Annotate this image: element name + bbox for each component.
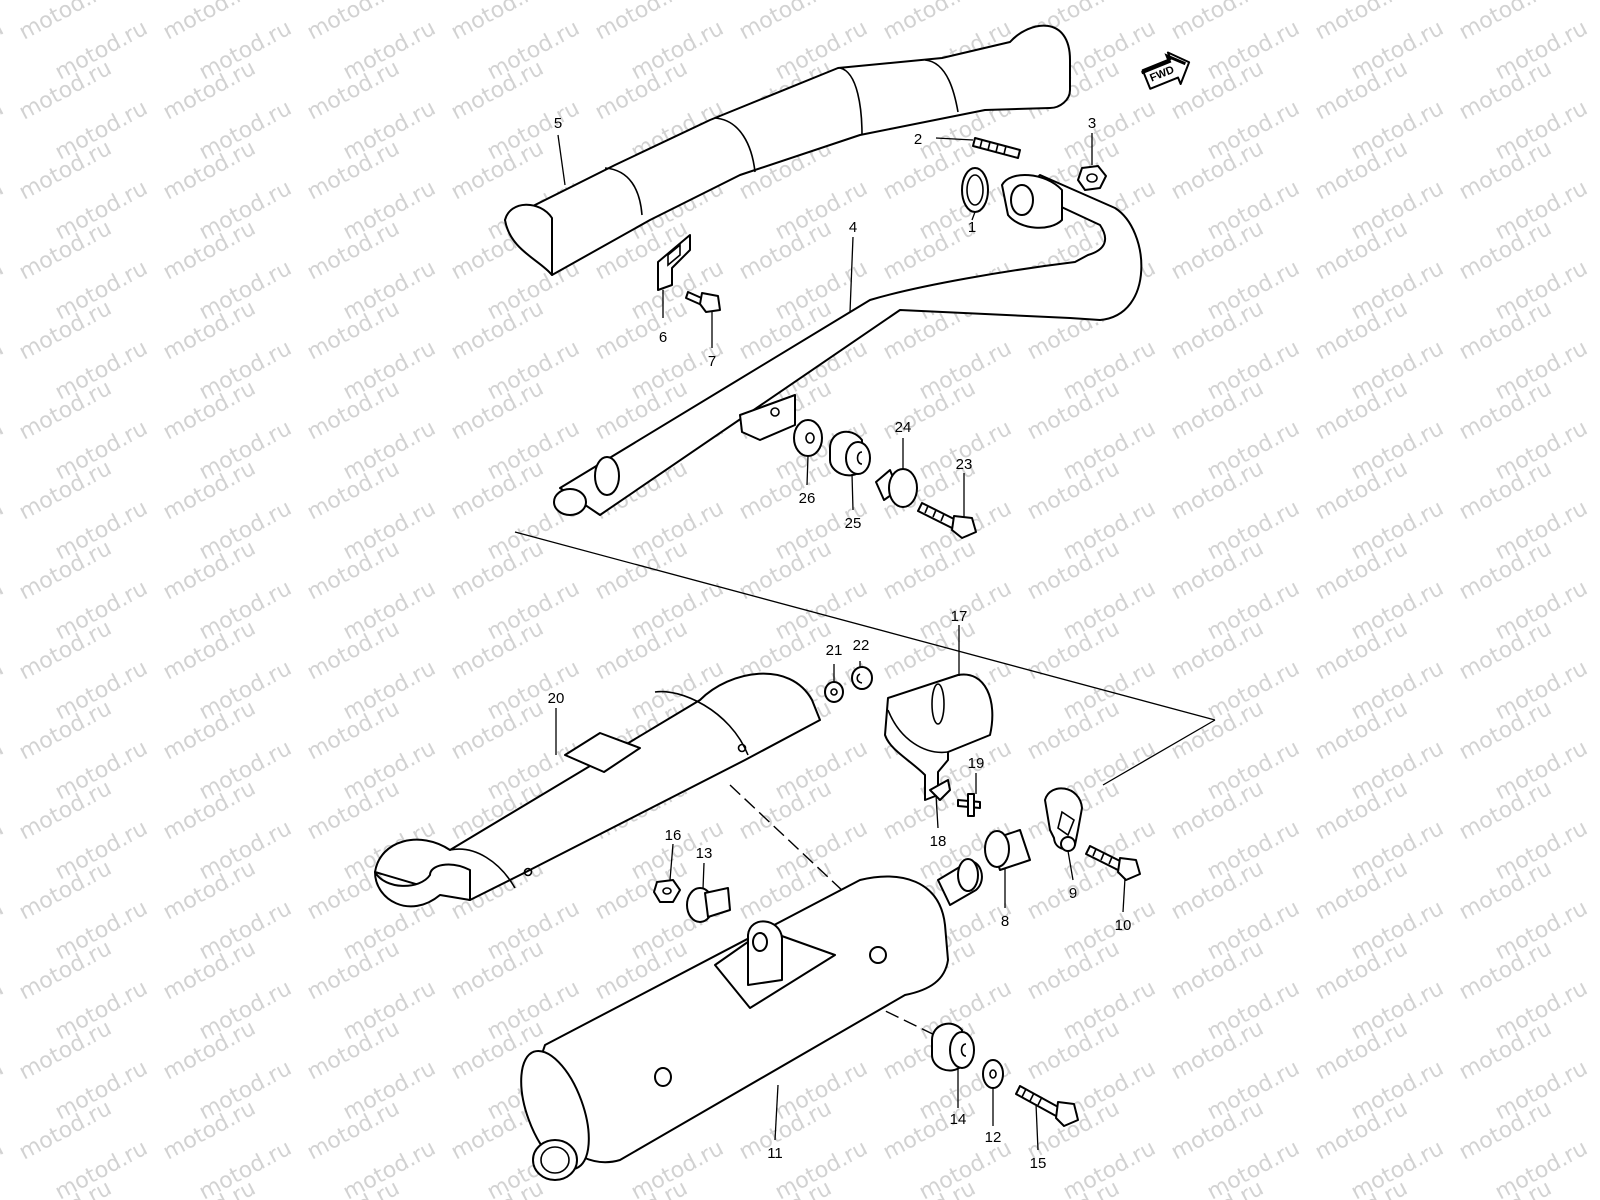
callout-4: 4 [849, 219, 857, 236]
callout-25: 25 [845, 515, 862, 532]
part-25-grommet [829, 430, 871, 477]
watermark-text: motod.ru [0, 656, 8, 725]
callout-1: 1 [968, 219, 976, 236]
watermark-text: motod.ru [0, 256, 8, 325]
watermark-text: motod.ru [0, 976, 8, 1045]
part-14-grommet [931, 1022, 975, 1072]
part-20-muffler-heat-shield [374, 672, 821, 908]
part-11-muffler [520, 858, 983, 1181]
watermark-text: motod.ru [0, 736, 8, 805]
forward-arrow-icon: FWD [1141, 51, 1191, 90]
watermark-text: motod.ru [0, 1136, 8, 1200]
callout-20: 20 [548, 690, 565, 707]
exhaust-flange [1001, 173, 1063, 229]
watermark-text: motod.ru [0, 416, 8, 485]
watermark-text: motod.ru [0, 896, 8, 965]
callout-19: 19 [968, 755, 985, 772]
callout-8: 8 [1001, 913, 1009, 930]
callout-23: 23 [956, 456, 973, 473]
part-21-washer [824, 681, 844, 703]
callout-13: 13 [696, 845, 713, 862]
callout-18: 18 [930, 833, 947, 850]
callout-16: 16 [665, 827, 682, 844]
part-13-collar [686, 887, 731, 923]
callout-12: 12 [985, 1129, 1002, 1146]
part-2-stud-bolt [972, 137, 1021, 159]
callout-22: 22 [853, 637, 870, 654]
callout-9: 9 [1069, 885, 1077, 902]
callout-11: 11 [767, 1145, 783, 1162]
callout-6: 6 [659, 329, 667, 346]
callout-2: 2 [914, 131, 922, 148]
watermark-text: motod.ru [0, 176, 8, 245]
part-15-bolt [1015, 1085, 1079, 1127]
part-3-nut [1077, 165, 1107, 191]
callout-21: 21 [826, 642, 843, 659]
part-9-clamp [1044, 787, 1083, 852]
watermark-text: motod.ru [0, 576, 8, 645]
watermark-text: motod.ru [0, 1056, 8, 1125]
callout-17: 17 [951, 608, 968, 625]
part-12-washer [982, 1059, 1004, 1089]
part-24-collar [875, 468, 918, 508]
callout-7: 7 [708, 353, 716, 370]
watermark-text: motod.ru [0, 0, 8, 5]
part-5-upper-heat-shield [504, 24, 1071, 276]
part-4-exhaust-pipe [553, 174, 1143, 516]
callout-labels: 1 2 3 4 5 6 7 8 9 10 11 12 13 14 15 16 1… [548, 115, 1132, 1172]
callout-26: 26 [799, 490, 816, 507]
part-17-joint-cover [884, 673, 994, 801]
part-1-gasket [961, 167, 989, 213]
callout-15: 15 [1030, 1155, 1047, 1172]
part-22-nut [851, 666, 873, 690]
part-23-bolt [917, 502, 977, 539]
callout-3: 3 [1088, 115, 1096, 132]
part-10-bolt [1085, 845, 1141, 881]
part-6-clamp [657, 234, 691, 291]
watermark-text: motod.ru [0, 16, 8, 85]
watermark-text: motod.ru [0, 336, 8, 405]
callout-5: 5 [554, 115, 562, 132]
part-7-bolt [685, 291, 721, 313]
callout-24: 24 [895, 419, 912, 436]
callout-leaders [555, 133, 1126, 1151]
part-8-sleeve [984, 829, 1031, 871]
callout-14: 14 [950, 1111, 967, 1128]
watermark-text: motod.ru [0, 496, 8, 565]
callout-10: 10 [1115, 917, 1132, 934]
watermark-text: motod.ru [0, 816, 8, 885]
part-16-nut [653, 879, 681, 903]
part-19-small-bolt [957, 793, 981, 817]
part-26-washer [793, 419, 823, 457]
watermark-text: motod.ru [0, 96, 8, 165]
